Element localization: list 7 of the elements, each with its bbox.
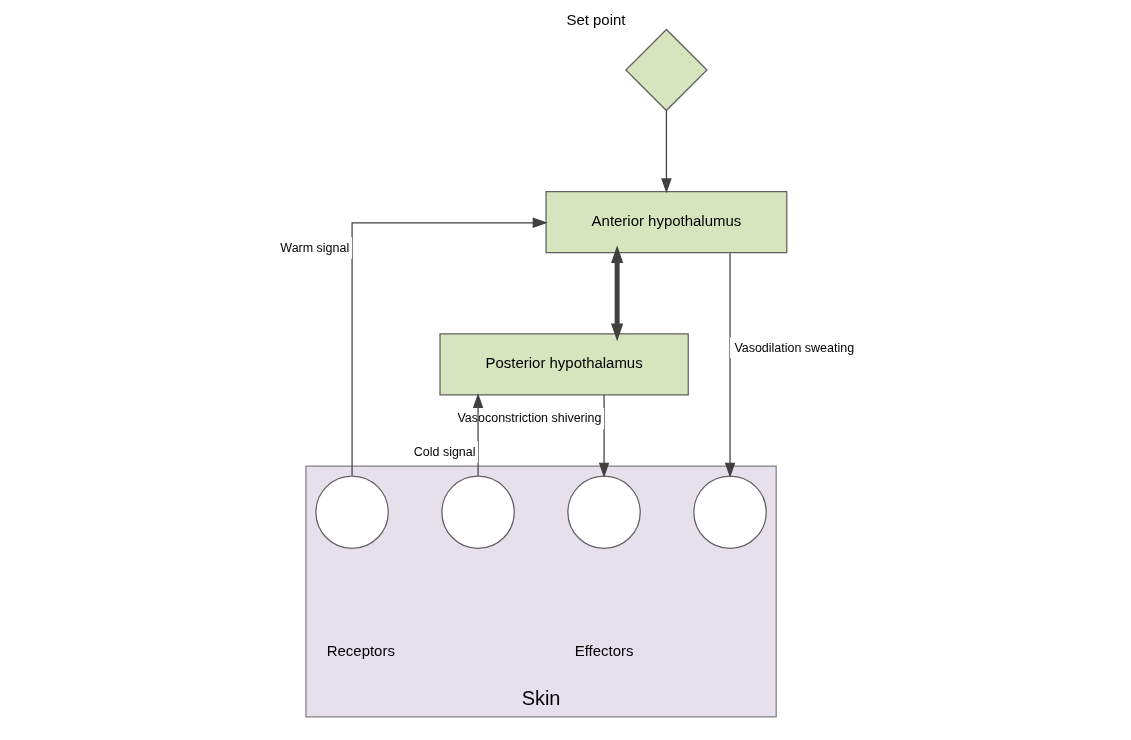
edge-label: Vasodilation sweating	[733, 340, 854, 355]
edge-label: Warm signal	[279, 240, 349, 255]
edge-label: Vasoconstriction shivering	[456, 411, 601, 426]
label: Receptors	[326, 641, 395, 659]
label: Effectors	[574, 641, 633, 659]
node-label: Set point	[565, 11, 625, 29]
edge-label: Cold signal	[413, 444, 476, 459]
